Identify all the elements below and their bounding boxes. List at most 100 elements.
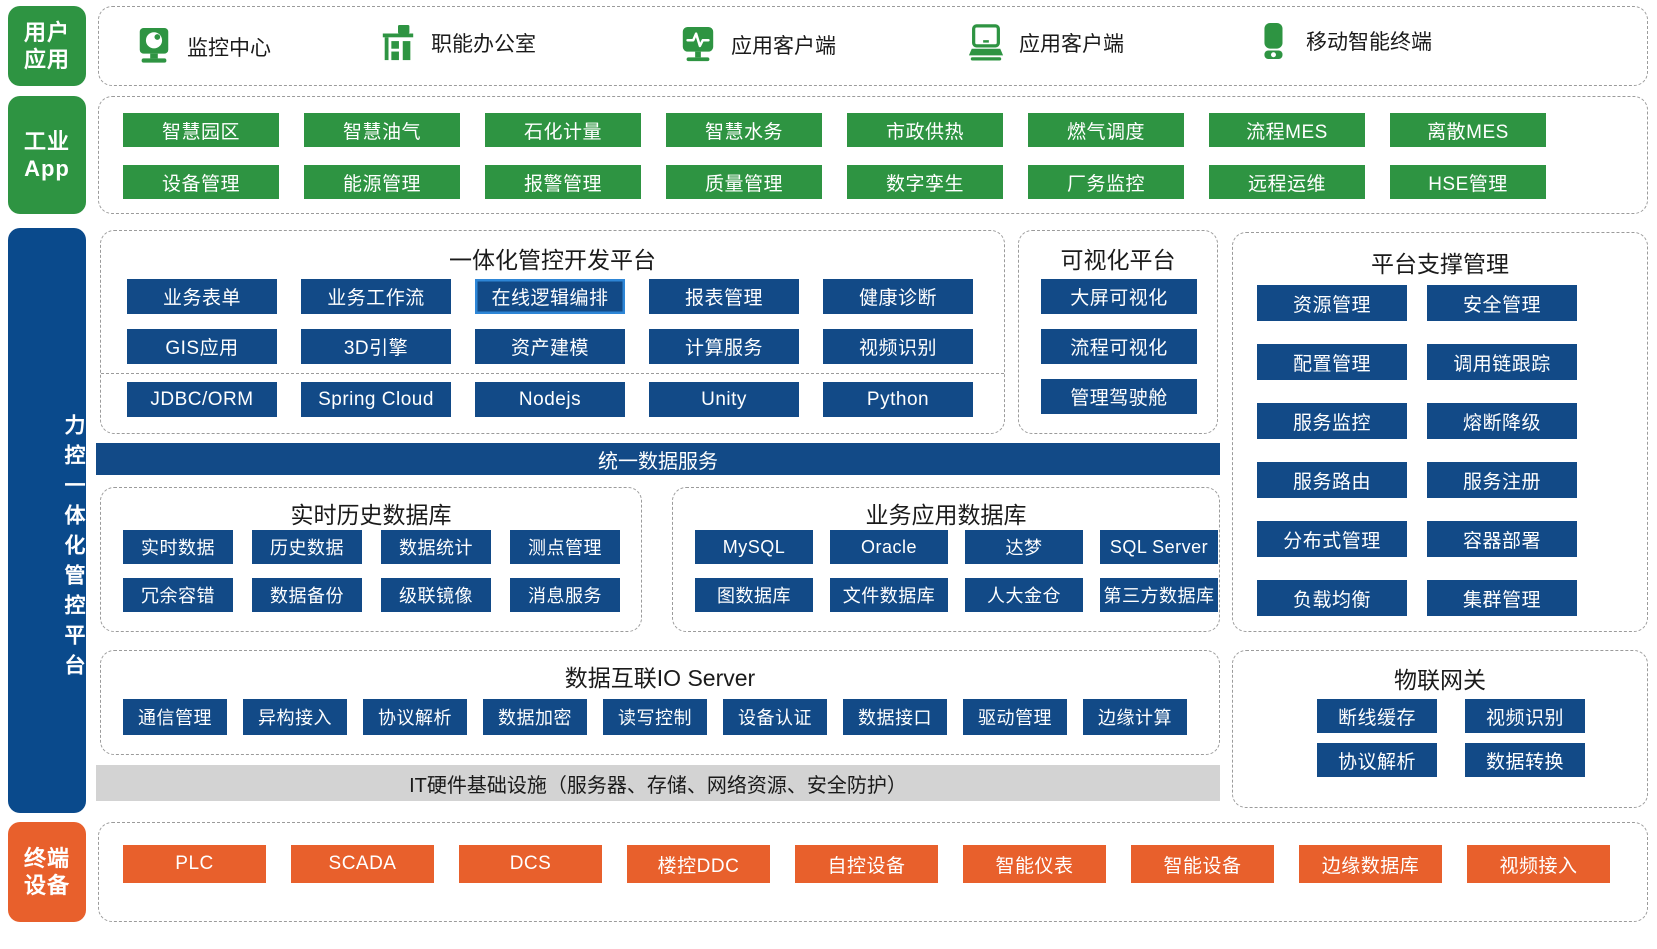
user-app-item-functional-office[interactable]: 职能办公室: [379, 23, 536, 63]
platform-support-chip[interactable]: 集群管理: [1427, 580, 1577, 616]
realtime-db-chip[interactable]: 级联镜像: [381, 578, 491, 612]
io-server-chip[interactable]: 驱动管理: [963, 699, 1067, 735]
visualization-chip[interactable]: 大屏可视化: [1041, 279, 1197, 314]
dev-platform-chip[interactable]: 计算服务: [649, 329, 799, 364]
user-app-item-monitoring-center[interactable]: 监控中心: [135, 27, 271, 67]
platform-support-chip[interactable]: 分布式管理: [1257, 521, 1407, 557]
dev-platform-chip[interactable]: 健康诊断: [823, 279, 973, 314]
io-server-chip[interactable]: 协议解析: [363, 699, 467, 735]
platform-support-chip[interactable]: 调用链跟踪: [1427, 344, 1577, 380]
terminal-device-chip[interactable]: 视频接入: [1467, 845, 1610, 883]
business-db-chip[interactable]: 达梦: [965, 530, 1083, 564]
io-server-chip[interactable]: 异构接入: [243, 699, 347, 735]
platform-support-chip[interactable]: 服务路由: [1257, 462, 1407, 498]
terminal-device-chip[interactable]: 边缘数据库: [1299, 845, 1442, 883]
visualization-chip[interactable]: 管理驾驶舱: [1041, 379, 1197, 414]
terminal-devices-group: PLC SCADA DCS 楼控DDC 自控设备智能仪表智能设备边缘数据库视频接入: [98, 822, 1648, 922]
dev-platform-chip[interactable]: Spring Cloud: [301, 382, 451, 417]
platform-support-chip[interactable]: 服务监控: [1257, 403, 1407, 439]
platform-support-chip[interactable]: 资源管理: [1257, 285, 1407, 321]
industrial-app-chip[interactable]: 报警管理: [485, 165, 641, 199]
io-server-chip[interactable]: 数据加密: [483, 699, 587, 735]
io-server-chip[interactable]: 读写控制: [603, 699, 707, 735]
user-app-item-mobile-terminal[interactable]: 移动智能终端: [1254, 21, 1432, 61]
dev-platform-chip[interactable]: JDBC/ORM: [127, 382, 277, 417]
industrial-app-chip[interactable]: 数字孪生: [847, 165, 1003, 199]
industrial-app-chip[interactable]: 智慧水务: [666, 113, 822, 147]
platform-support-chip[interactable]: 容器部署: [1427, 521, 1577, 557]
industrial-app-chip[interactable]: 厂务监控: [1028, 165, 1184, 199]
terminal-device-chip[interactable]: 智能仪表: [963, 845, 1106, 883]
terminal-device-chip[interactable]: PLC: [123, 845, 266, 883]
business-db-chip[interactable]: 图数据库: [695, 578, 813, 612]
platform-support-chip[interactable]: 负载均衡: [1257, 580, 1407, 616]
dev-platform-chip[interactable]: 视频识别: [823, 329, 973, 364]
industrial-app-chip[interactable]: 质量管理: [666, 165, 822, 199]
dev-platform-chip[interactable]: Python: [823, 382, 973, 417]
realtime-db-chip[interactable]: 消息服务: [510, 578, 620, 612]
iot-gateway-title: 物联网关: [1394, 667, 1486, 693]
user-app-item-application-client-1[interactable]: 应用客户端: [679, 25, 836, 65]
platform-support-title: 平台支撑管理: [1371, 251, 1509, 277]
realtime-db-chip[interactable]: 数据备份: [252, 578, 362, 612]
platform-support-chip[interactable]: 熔断降级: [1427, 403, 1577, 439]
industrial-app-chip[interactable]: 智慧油气: [304, 113, 460, 147]
realtime-db-chip[interactable]: 历史数据: [252, 530, 362, 564]
platform-support-chip[interactable]: 安全管理: [1427, 285, 1577, 321]
io-server-chip[interactable]: 数据接口: [843, 699, 947, 735]
industrial-app-chip[interactable]: 市政供热: [847, 113, 1003, 147]
realtime-db-chip[interactable]: 数据统计: [381, 530, 491, 564]
realtime-db-chip[interactable]: 冗余容错: [123, 578, 233, 612]
io-server-chip[interactable]: 通信管理: [123, 699, 227, 735]
mobile-phone-icon: [1264, 22, 1283, 60]
business-db-chip[interactable]: MySQL: [695, 530, 813, 564]
industrial-app-chip[interactable]: 流程MES: [1209, 113, 1365, 147]
realtime-db-chip[interactable]: 实时数据: [123, 530, 233, 564]
terminal-device-chip[interactable]: 自控设备: [795, 845, 938, 883]
layer-badge-platform: 力控一体化管控平台: [8, 228, 86, 813]
realtime-history-db-title: 实时历史数据库: [290, 502, 452, 528]
layer-badge-line: 用户: [23, 19, 70, 45]
io-server-chip[interactable]: 边缘计算: [1083, 699, 1187, 735]
terminal-device-chip[interactable]: 智能设备: [1131, 845, 1274, 883]
realtime-db-chip[interactable]: 测点管理: [510, 530, 620, 564]
industrial-app-chip[interactable]: 石化计量: [485, 113, 641, 147]
iot-gateway-chip[interactable]: 数据转换: [1465, 743, 1585, 777]
dev-platform-chip[interactable]: 资产建模: [475, 329, 625, 364]
platform-support-chip[interactable]: 配置管理: [1257, 344, 1407, 380]
industrial-app-chip[interactable]: 离散MES: [1390, 113, 1546, 147]
industrial-app-chip[interactable]: 能源管理: [304, 165, 460, 199]
dev-platform-chip[interactable]: Unity: [649, 382, 799, 417]
dev-platform-chip[interactable]: 报表管理: [649, 279, 799, 314]
industrial-app-chip[interactable]: HSE管理: [1390, 165, 1546, 199]
business-db-chip[interactable]: 第三方数据库: [1100, 578, 1218, 612]
business-db-chip[interactable]: 文件数据库: [830, 578, 948, 612]
industrial-app-chip[interactable]: 燃气调度: [1028, 113, 1184, 147]
industrial-app-chip[interactable]: 智慧园区: [123, 113, 279, 147]
dev-platform-chip[interactable]: 业务表单: [127, 279, 277, 314]
business-db-chip[interactable]: Oracle: [830, 530, 948, 564]
terminal-device-chip[interactable]: 楼控DDC: [627, 845, 770, 883]
visualization-chip[interactable]: 流程可视化: [1041, 329, 1197, 364]
business-db-chip[interactable]: SQL Server: [1100, 530, 1218, 564]
industrial-app-chip[interactable]: 远程运维: [1209, 165, 1365, 199]
dev-platform-chip[interactable]: GIS应用: [127, 329, 277, 364]
industrial-app-chip[interactable]: 设备管理: [123, 165, 279, 199]
dev-platform-chip[interactable]: 业务工作流: [301, 279, 451, 314]
iot-gateway-chip[interactable]: 视频识别: [1465, 699, 1585, 733]
layer-badge-line: App: [24, 156, 70, 181]
platform-support-chip[interactable]: 服务注册: [1427, 462, 1577, 498]
terminal-device-chip[interactable]: DCS: [459, 845, 602, 883]
iot-gateway-chip[interactable]: 断线缓存: [1317, 699, 1437, 733]
terminal-device-chip[interactable]: SCADA: [291, 845, 434, 883]
user-applications-group: 监控中心 职能办公室 应用客户端: [98, 6, 1648, 86]
iot-gateway-chip[interactable]: 协议解析: [1317, 743, 1437, 777]
dev-platform-chip[interactable]: 3D引擎: [301, 329, 451, 364]
user-app-item-application-client-2[interactable]: 应用客户端: [967, 23, 1124, 63]
business-db-chip[interactable]: 人大金仓: [965, 578, 1083, 612]
user-app-label: 监控中心: [187, 37, 271, 60]
dev-platform-chip[interactable]: 在线逻辑编排: [475, 279, 625, 314]
dev-platform-chip[interactable]: Nodejs: [475, 382, 625, 417]
io-server-chip[interactable]: 设备认证: [723, 699, 827, 735]
